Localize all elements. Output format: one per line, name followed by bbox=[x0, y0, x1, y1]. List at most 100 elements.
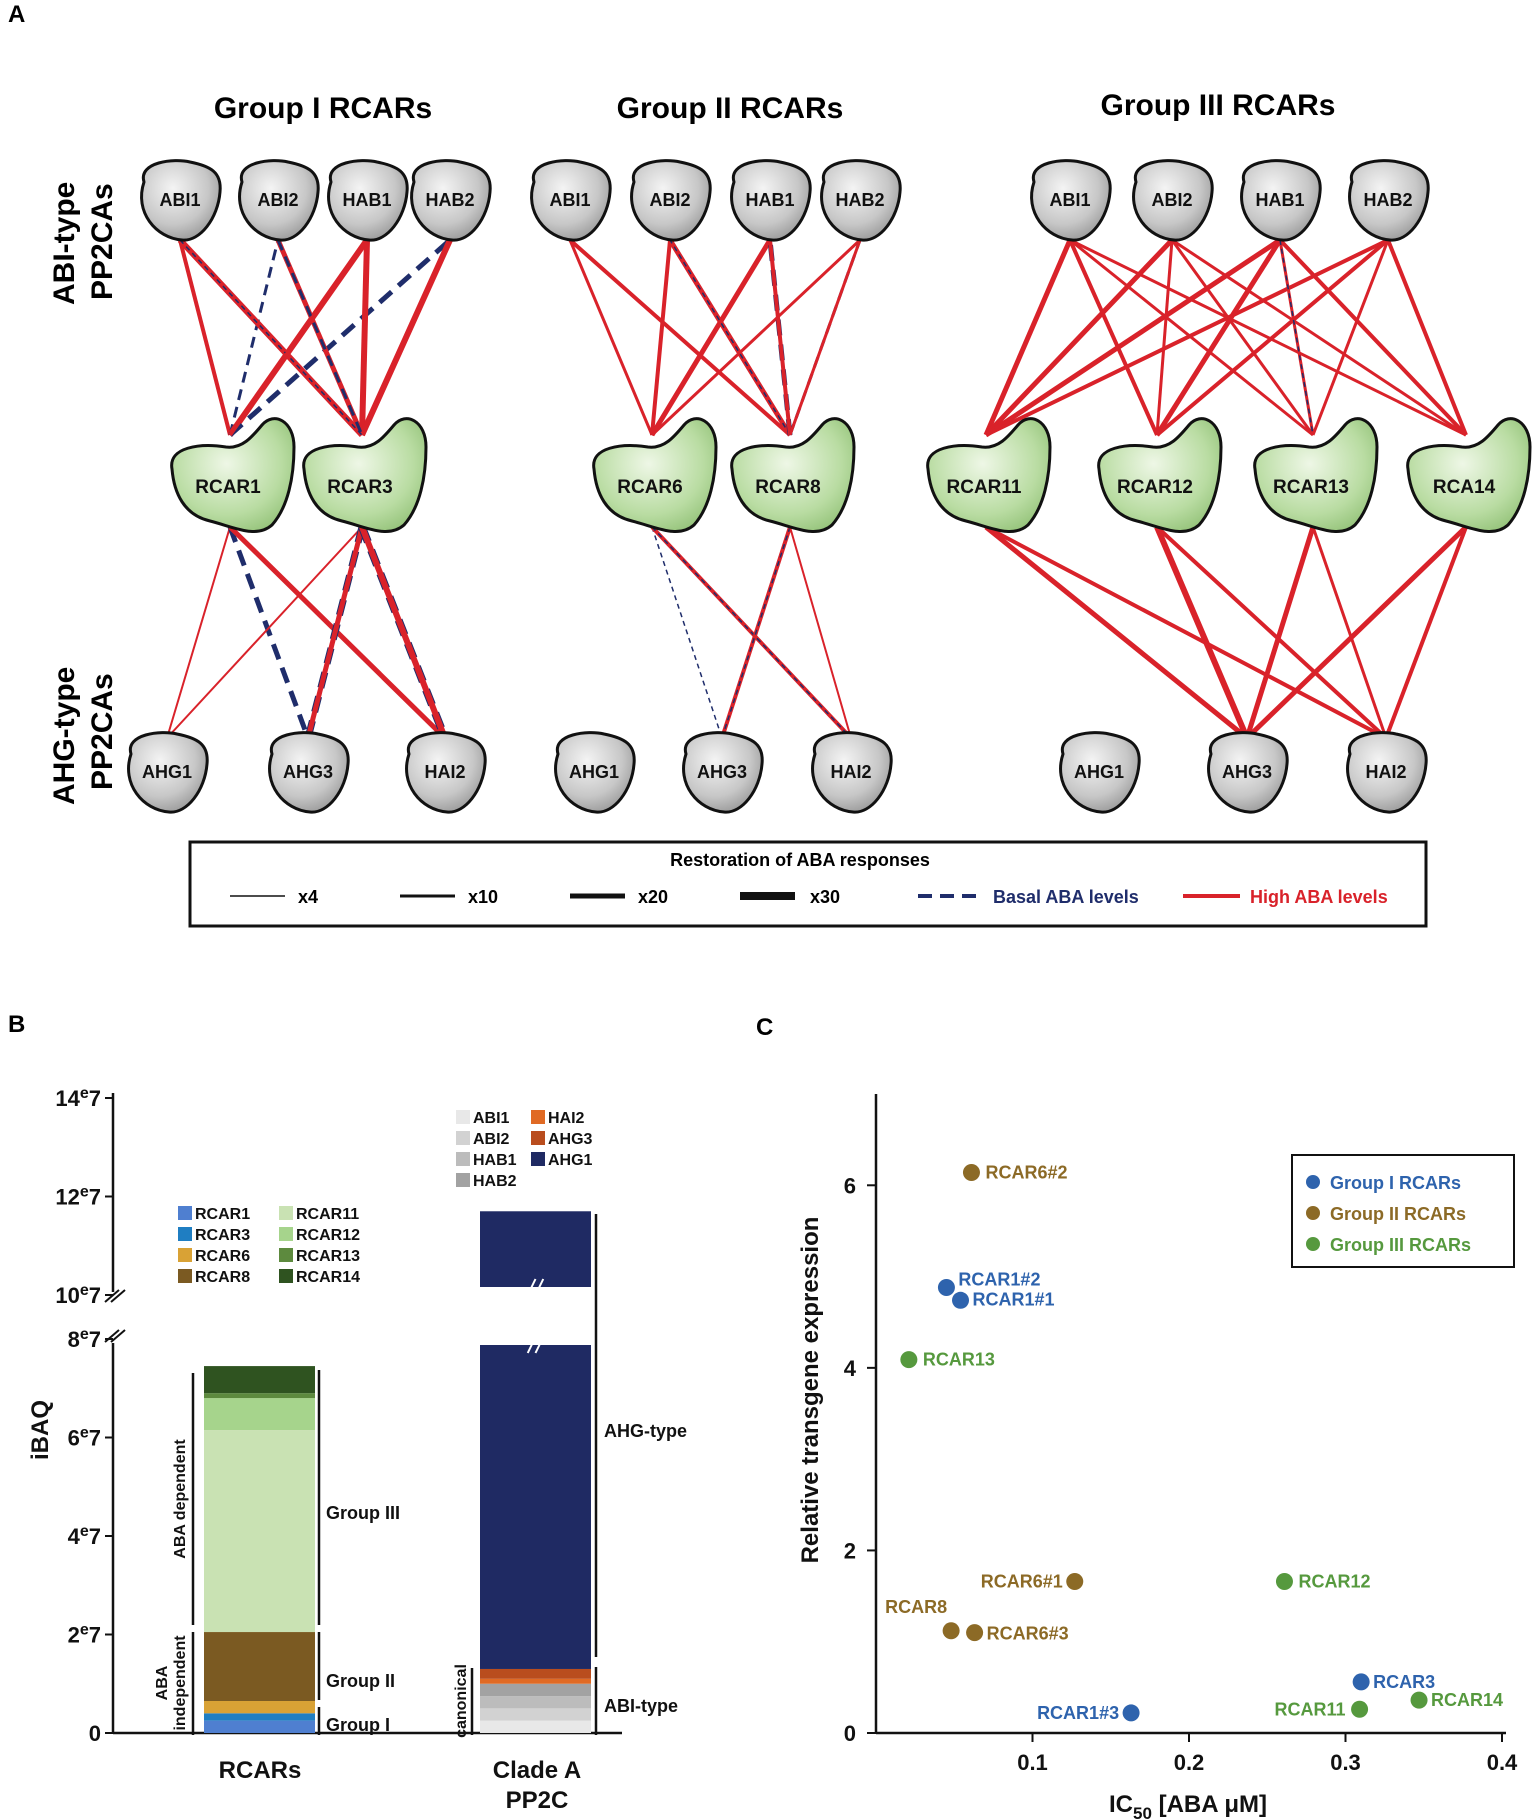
b-bar-segment-ahg1-lower bbox=[480, 1345, 591, 1669]
b-legend-swatch-abi1 bbox=[456, 1110, 470, 1124]
b-legend-swatch-rcar12 bbox=[279, 1227, 293, 1241]
row-label-abi-line1: ABI-type bbox=[48, 182, 81, 305]
c-point-rcar14 bbox=[1410, 1691, 1428, 1709]
legend-label-x20: x20 bbox=[638, 887, 668, 907]
b-legend-swatch-ahg3 bbox=[531, 1131, 545, 1145]
b-bar-break-0-a bbox=[526, 1278, 537, 1296]
node-label-g1-hab2: HAB2 bbox=[425, 190, 474, 210]
edge-g1-rcar3-hab1-8 bbox=[360, 239, 369, 436]
edge-g3-rca14-ahg3-24 bbox=[1245, 525, 1468, 740]
b-legend-label-abi2: ABI2 bbox=[473, 1131, 510, 1148]
c-ytick-label-0: 0 bbox=[844, 1721, 856, 1746]
node-top-g1-abi2 bbox=[238, 159, 320, 242]
node-bottom-g3-hai2 bbox=[1346, 731, 1428, 814]
node-label-g3-ahg3: AHG3 bbox=[1222, 762, 1272, 782]
b-legend-swatch-abi2 bbox=[456, 1131, 470, 1145]
b-axis-break-0-b bbox=[110, 1289, 126, 1303]
node-label-g1-ahg1: AHG1 bbox=[142, 762, 192, 782]
c-point-label-rcar1-1: RCAR1#1 bbox=[973, 1289, 1055, 1309]
node-rcar-g3-rcar13 bbox=[1253, 417, 1379, 534]
group-title-2: Group II RCARs bbox=[617, 92, 844, 125]
node-rcar-g1-rcar3 bbox=[302, 417, 428, 534]
b-bar-segment-rcar13 bbox=[204, 1393, 315, 1399]
edge-g2-rcar8-abi1-5 bbox=[568, 238, 792, 437]
node-label-g3-hab1: HAB1 bbox=[1255, 190, 1304, 210]
node-label-g2-hai2: HAI2 bbox=[830, 762, 871, 782]
b-bracket-label-canonical: canonical bbox=[453, 1664, 470, 1738]
b-legend-label-rcar12: RCAR12 bbox=[296, 1227, 360, 1244]
b-legend-label-rcar11: RCAR11 bbox=[296, 1206, 359, 1223]
c-legend-box bbox=[1291, 1154, 1515, 1268]
edge-g2-rcar8-ahg3-16 bbox=[721, 526, 791, 739]
panel-label-c: C bbox=[756, 1014, 773, 1041]
b-bar-segment-abi1 bbox=[480, 1720, 591, 1733]
c-legend-label-group-ii-rcars: Group II RCARs bbox=[1330, 1204, 1466, 1224]
node-top-g1-abi1 bbox=[140, 159, 222, 242]
b-ytick-label-5: 10e7 bbox=[55, 1282, 101, 1308]
edge-g3-rcar12-hab1-6 bbox=[1154, 238, 1283, 437]
b-xlabel-pp2c-line2: PP2C bbox=[506, 1787, 569, 1814]
c-legend-marker-group-ii-rcars bbox=[1306, 1206, 1320, 1220]
b-axis-break-1-b bbox=[110, 1329, 126, 1343]
b-legend-label-rcar6: RCAR6 bbox=[195, 1248, 250, 1265]
b-bar-break-1-a bbox=[526, 1336, 537, 1354]
edge-g2-rcar8-hab1-9 bbox=[768, 239, 792, 436]
c-point-rcar1-3 bbox=[1122, 1704, 1140, 1722]
node-rcar-g2-rcar6 bbox=[592, 417, 718, 534]
edge-g2-rcar6-hab2-4 bbox=[650, 238, 862, 437]
node-label-g1-abi1: ABI1 bbox=[159, 190, 200, 210]
c-point-rcar12 bbox=[1275, 1572, 1293, 1590]
node-label-g1-rcar3: RCAR3 bbox=[327, 477, 392, 498]
b-bar-break-0-b bbox=[534, 1278, 545, 1296]
node-bottom-g2-ahg1 bbox=[554, 731, 636, 814]
node-label-g1-ahg3: AHG3 bbox=[283, 762, 333, 782]
edge-g1-rcar1-ahg3-15 bbox=[227, 526, 311, 739]
legend-panel-a: Restoration of ABA responses x4 x10 x20 … bbox=[188, 840, 1428, 928]
c-point-rcar8 bbox=[942, 1622, 960, 1640]
b-bracket-label-ahg-type: AHG-type bbox=[604, 1421, 687, 1441]
b-ytick-label-1: 2e7 bbox=[68, 1622, 101, 1648]
panel-label-a: A bbox=[8, 1, 25, 28]
c-ytick-label-2: 4 bbox=[844, 1356, 857, 1381]
edge-g3-rcar12-abi1-4 bbox=[1068, 239, 1159, 436]
b-ytick-label-7: 14e7 bbox=[55, 1085, 101, 1111]
edge-g3-rcar12-hai2-20 bbox=[1155, 525, 1388, 740]
edge-g1-hab1-rcar1-13 bbox=[228, 238, 369, 437]
legend-box bbox=[188, 840, 1428, 928]
b-ytick-label-2: 4e7 bbox=[68, 1523, 101, 1549]
c-legend-label-group-i-rcars: Group I RCARs bbox=[1330, 1173, 1461, 1193]
row-label-abi: ABI-type PP2CAs bbox=[48, 182, 119, 305]
b-legend-label-ahg3: AHG3 bbox=[548, 1131, 593, 1148]
b-bar-segment-rcar11 bbox=[204, 1430, 315, 1633]
edge-g3-rca14-abi2-13 bbox=[1171, 238, 1467, 437]
row-label-ahg-line2: PP2CAs bbox=[86, 673, 119, 790]
c-xtick-label-1: 0.2 bbox=[1174, 1750, 1205, 1775]
edge-g2-rcar6-hai2-14 bbox=[651, 526, 852, 739]
edge-g2-rcar8-hai2-17 bbox=[789, 526, 852, 739]
group-title-3: Group III RCARs bbox=[1100, 89, 1335, 122]
edge-g3-rcar11-abi2-1 bbox=[984, 238, 1174, 437]
c-point-label-rcar1-2: RCAR1#2 bbox=[958, 1270, 1040, 1290]
c-xlabel: IC50 [ABA μM] bbox=[1109, 1791, 1267, 1820]
b-bar-segment-rcar6 bbox=[204, 1700, 315, 1714]
edge-g1-rcar3-ahg1-18 bbox=[166, 526, 363, 739]
node-label-g1-hab1: HAB1 bbox=[342, 190, 391, 210]
node-label-g3-rcar13: RCAR13 bbox=[1273, 477, 1349, 498]
node-label-g3-hai2: HAI2 bbox=[1365, 762, 1406, 782]
b-bracket-label-abi-type: ABI-type bbox=[604, 1696, 678, 1716]
node-top-g1-hab2 bbox=[410, 159, 492, 242]
edge-g2-rcar6-abi1-0 bbox=[568, 239, 654, 436]
b-legend-swatch-rcar3 bbox=[178, 1227, 192, 1241]
c-legend-label-group-iii-rcars: Group III RCARs bbox=[1330, 1235, 1471, 1255]
c-point-rcar6-3 bbox=[966, 1624, 984, 1642]
c-xtick-label-2: 0.3 bbox=[1330, 1750, 1361, 1775]
b-xlabel-rcars: RCARs bbox=[219, 1757, 302, 1784]
c-legend-marker-group-i-rcars bbox=[1306, 1175, 1320, 1189]
c-point-rcar6-1 bbox=[1066, 1572, 1084, 1590]
node-label-g1-rcar1: RCAR1 bbox=[195, 477, 261, 498]
row-label-ahg-line1: AHG-type bbox=[48, 667, 81, 805]
edge-g3-rcar13-hai2-23 bbox=[1311, 526, 1388, 739]
b-bracket-label-aba-dependent: ABA dependent bbox=[172, 1439, 189, 1559]
edge-g3-rcar13-ahg3-22 bbox=[1244, 526, 1316, 739]
